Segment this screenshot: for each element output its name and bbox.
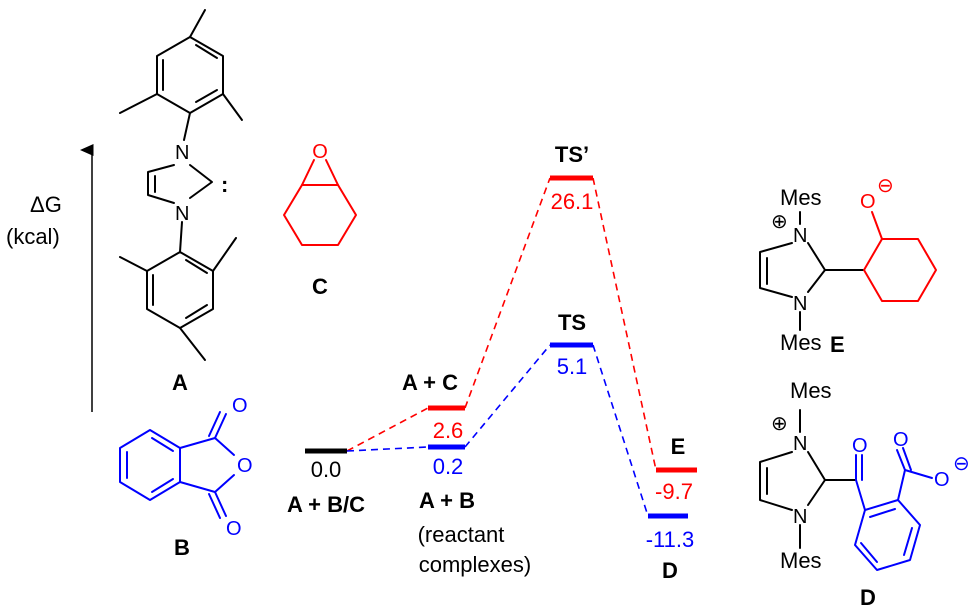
level-note: (reactant	[418, 522, 505, 547]
molecule-e: Mes ⊕ N N Mes O ⊖ E	[759, 175, 937, 357]
level-a-plus-c: 2.6 A + C	[402, 370, 465, 443]
carbene-lone-pair: :	[221, 172, 228, 197]
positive-charge: ⊕	[771, 413, 788, 435]
axis-unit: (kcal)	[6, 224, 60, 249]
level-note: complexes)	[419, 552, 531, 577]
level-label: D	[662, 558, 678, 583]
level-value: 26.1	[551, 189, 594, 214]
mes-label: Mes	[790, 378, 832, 403]
atom-o: O	[852, 435, 868, 457]
atom-o: O	[893, 429, 909, 451]
negative-charge: ⊖	[877, 175, 894, 197]
level-ts-prime: TS’ 26.1	[550, 142, 593, 214]
molecule-label: A	[172, 370, 188, 395]
mes-label: Mes	[780, 548, 822, 573]
molecule-label: D	[860, 585, 876, 610]
atom-o: O	[232, 395, 248, 417]
axis-symbol: ΔG	[30, 192, 62, 217]
atom-n: N	[793, 293, 807, 315]
atom-n: N	[793, 433, 807, 455]
atom-o: O	[860, 191, 876, 213]
molecule-label: B	[174, 535, 190, 560]
molecule-label: E	[830, 332, 845, 357]
molecule-label: C	[312, 274, 328, 299]
level-a-plus-b: 0.2 A + B (reactant complexes)	[418, 444, 531, 577]
energy-axis: ΔG (kcal)	[6, 144, 94, 412]
mes-label: Mes	[780, 330, 822, 355]
atom-n: N	[175, 142, 189, 164]
atom-n: N	[793, 225, 807, 247]
level-e: E -9.7	[655, 434, 697, 504]
level-d: -11.3 D	[646, 513, 695, 583]
level-start: 0.0 A + B/C	[287, 448, 365, 517]
level-label: TS’	[555, 142, 589, 167]
negative-charge: ⊖	[953, 453, 970, 475]
atom-n: N	[175, 203, 189, 225]
molecule-b: O O O B	[119, 395, 253, 560]
atom-o: O	[934, 469, 950, 491]
molecule-d: Mes ⊕ N N Mes O O O ⊖ D	[759, 378, 970, 610]
level-label: TS	[558, 310, 586, 335]
positive-charge: ⊕	[771, 211, 788, 233]
level-value: 2.6	[433, 418, 464, 443]
level-label: A + B/C	[287, 492, 365, 517]
blue-pathway	[346, 344, 649, 517]
atom-n: N	[793, 506, 807, 528]
atom-o: O	[237, 455, 253, 477]
red-pathway	[346, 177, 657, 471]
mes-label: Mes	[780, 185, 822, 210]
molecule-c: O C	[283, 141, 357, 299]
level-value: 0.2	[433, 454, 464, 479]
level-ts: TS 5.1	[550, 310, 593, 379]
level-value: -11.3	[646, 527, 695, 552]
level-value: -9.7	[655, 479, 693, 504]
level-label: A + B	[419, 488, 475, 513]
level-label: E	[671, 434, 686, 459]
level-value: 5.1	[557, 354, 588, 379]
molecule-a: N N : A	[119, 9, 243, 395]
atom-o: O	[226, 518, 242, 540]
level-value: 0.0	[311, 457, 342, 482]
atom-o: O	[312, 141, 328, 163]
level-label: A + C	[402, 370, 458, 395]
